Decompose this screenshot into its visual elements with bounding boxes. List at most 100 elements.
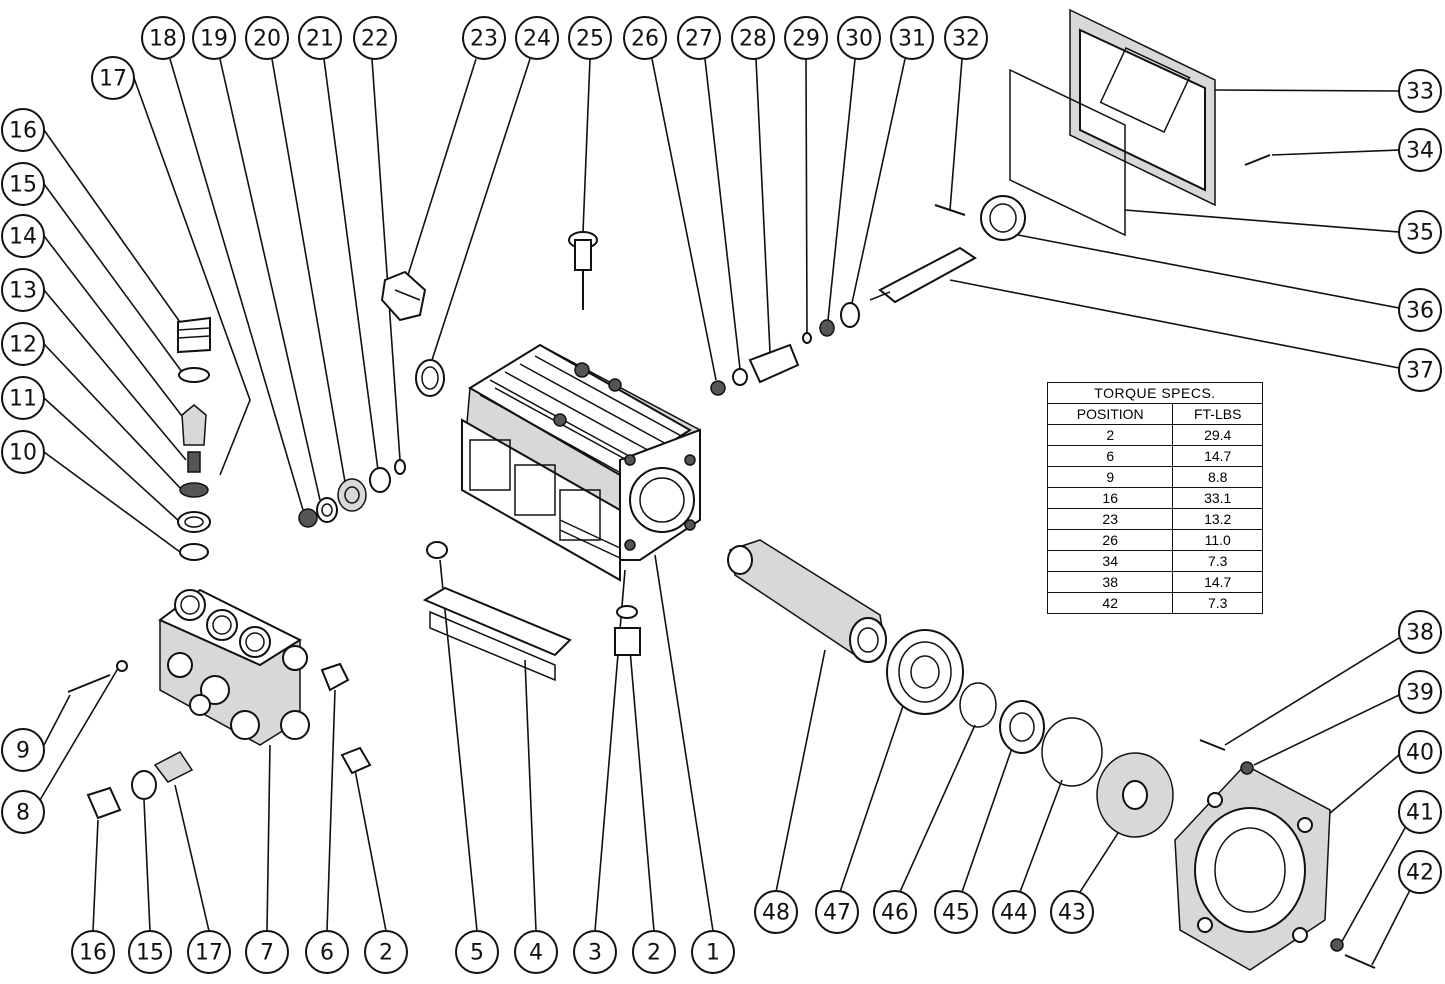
callout-number: 47	[823, 901, 851, 926]
part-shaft-clamp	[869, 195, 1026, 304]
callout-circle	[455, 930, 499, 974]
part-left-stack	[177, 316, 211, 561]
leader-line-28	[755, 58, 771, 353]
callout-circle	[1398, 348, 1442, 392]
callout-circle	[677, 16, 721, 60]
callout-11: 11	[1, 376, 45, 420]
callout-27: 27	[677, 16, 721, 60]
callout-number: 23	[470, 27, 498, 52]
callout-9: 9	[1, 728, 45, 772]
callout-44: 44	[992, 890, 1036, 934]
leader-line-17a	[133, 77, 251, 476]
part-crankshaft	[727, 539, 887, 663]
leader-line-29	[805, 58, 808, 334]
callout-number: 2	[379, 941, 393, 966]
position-cell: 34	[1046, 550, 1174, 572]
part-manifold	[158, 588, 310, 746]
callout-circle	[1, 162, 45, 206]
callout-number: 44	[1000, 901, 1028, 926]
callout-circle	[837, 16, 881, 60]
callout-37: 37	[1398, 348, 1442, 392]
callout-30: 30	[837, 16, 881, 60]
callout-circle	[1398, 730, 1442, 774]
leader-line-43	[1079, 829, 1121, 893]
callout-circle	[1, 376, 45, 420]
callout-number: 22	[361, 27, 389, 52]
callout-number: 32	[952, 27, 980, 52]
callout-17a: 17	[91, 56, 135, 100]
ftlbs-cell: 8.8	[1172, 466, 1263, 488]
callout-circle	[1050, 890, 1094, 934]
callout-24: 24	[515, 16, 559, 60]
leader-line-31	[851, 58, 906, 304]
callout-circle	[1398, 670, 1442, 714]
callout-circle	[187, 930, 231, 974]
callout-number: 4	[529, 941, 543, 966]
callout-number: 15	[136, 941, 164, 966]
callout-number: 18	[149, 27, 177, 52]
callout-number: 30	[845, 27, 873, 52]
callout-number: 19	[200, 27, 228, 52]
callout-8: 8	[1, 790, 45, 834]
callout-number: 40	[1406, 741, 1434, 766]
callout-number: 9	[16, 739, 30, 764]
position-cell: 16	[1046, 487, 1174, 509]
leader-line-39	[1253, 694, 1400, 766]
callout-7: 7	[245, 930, 289, 974]
col-header-position: POSITION	[1046, 403, 1174, 425]
callout-circle	[515, 16, 559, 60]
callout-4: 4	[514, 930, 558, 974]
callout-14: 14	[1, 214, 45, 258]
callout-circle	[1398, 850, 1442, 894]
callout-circle	[1, 430, 45, 474]
callout-2b: 2	[364, 930, 408, 974]
callout-circle	[632, 930, 676, 974]
callout-circle	[128, 930, 172, 974]
leader-line-37	[949, 279, 1400, 369]
callout-17b: 17	[187, 930, 231, 974]
callout-number: 5	[470, 941, 484, 966]
callout-16a: 16	[1, 108, 45, 152]
callout-33: 33	[1398, 69, 1442, 113]
position-cell: 42	[1046, 592, 1174, 614]
leader-line-23	[407, 58, 477, 276]
callout-number: 26	[631, 27, 659, 52]
leader-line-16b	[92, 819, 99, 932]
callout-circle	[192, 16, 236, 60]
leader-line-5	[439, 559, 478, 932]
callout-34: 34	[1398, 128, 1442, 172]
callout-number: 13	[9, 279, 37, 304]
callout-number: 41	[1406, 801, 1434, 826]
callout-number: 24	[523, 27, 551, 52]
ftlbs-cell: 33.1	[1172, 487, 1263, 509]
callout-23: 23	[462, 16, 506, 60]
leader-line-8	[39, 664, 121, 801]
ftlbs-cell: 13.2	[1172, 508, 1263, 530]
leader-lines	[39, 58, 1411, 966]
callout-number: 37	[1406, 359, 1434, 384]
leader-line-9	[43, 694, 71, 746]
callout-22: 22	[353, 16, 397, 60]
part-side-cover	[1009, 8, 1271, 237]
callout-circle	[1398, 210, 1442, 254]
callout-circle	[568, 16, 612, 60]
callout-21: 21	[298, 16, 342, 60]
callout-circle	[944, 16, 988, 60]
callout-15a: 15	[1, 162, 45, 206]
part-crankcase	[461, 343, 701, 582]
callout-circle	[462, 16, 506, 60]
callout-circle	[71, 930, 115, 974]
ftlbs-cell: 14.7	[1172, 445, 1263, 467]
leader-line-2b	[354, 769, 387, 932]
leader-line-38	[1224, 637, 1400, 746]
callout-circle	[141, 16, 185, 60]
position-cell: 38	[1046, 571, 1174, 593]
callout-circle	[245, 930, 289, 974]
callout-number: 10	[9, 441, 37, 466]
callout-13: 13	[1, 268, 45, 312]
callout-circle	[890, 16, 934, 60]
